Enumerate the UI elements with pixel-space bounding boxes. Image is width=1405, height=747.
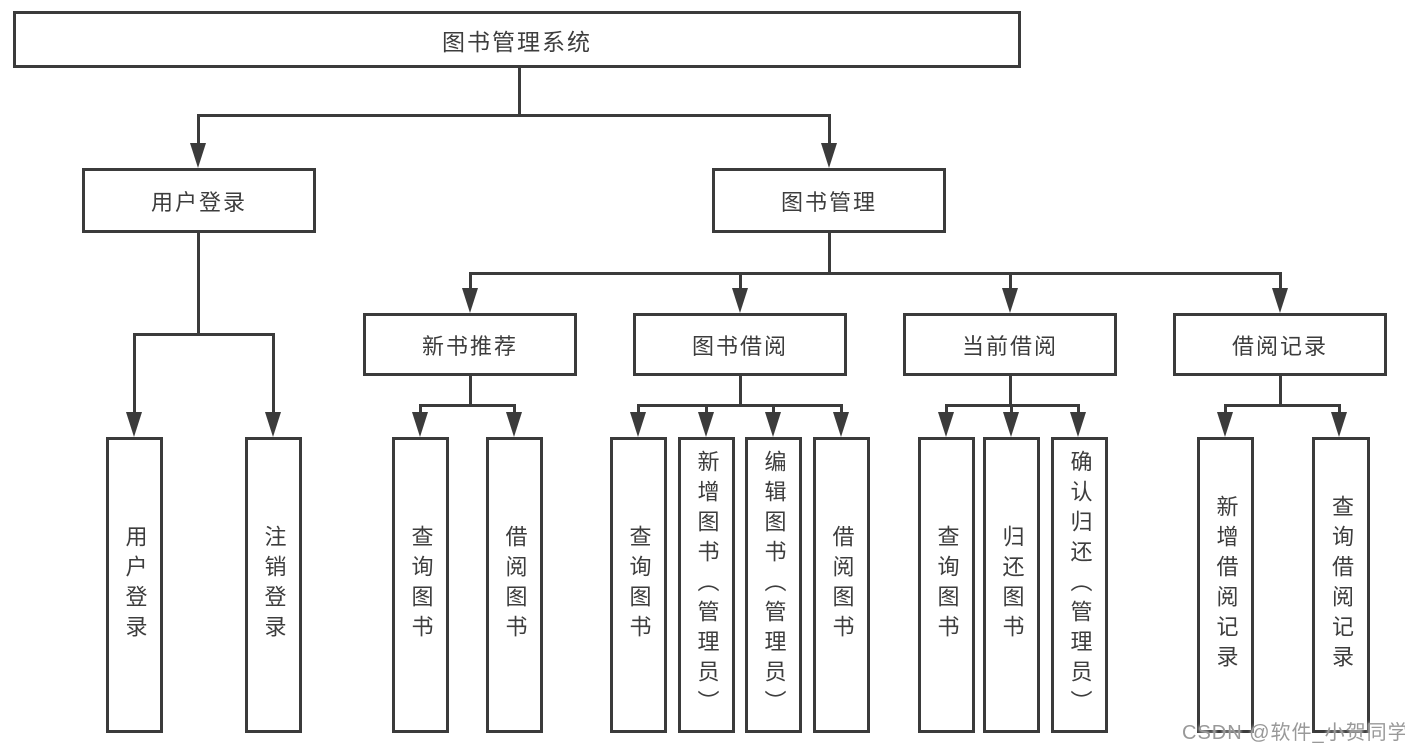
leaf-edit-book-admin-label: 编辑图书（管理员） <box>761 450 787 720</box>
leaf-return-book-label: 归还图书 <box>999 525 1025 645</box>
node-book-management-label: 图书管理 <box>780 189 877 215</box>
arrowhead-icon <box>1272 288 1288 313</box>
leaf-edit-book-admin: 编辑图书（管理员） <box>745 437 802 733</box>
arrowhead-icon <box>698 412 714 437</box>
connector-line <box>1077 404 1080 415</box>
connector-line <box>513 404 516 415</box>
node-book-management: 图书管理 <box>712 168 946 233</box>
arrowhead-icon <box>732 288 748 313</box>
connector-line <box>133 333 136 413</box>
node-current-borrow: 当前借阅 <box>903 313 1117 376</box>
leaf-current-query-book-label: 查询图书 <box>934 525 960 645</box>
connector-line <box>272 333 275 413</box>
connector-line <box>1010 404 1013 415</box>
node-borrow-record: 借阅记录 <box>1173 313 1387 376</box>
arrowhead-icon <box>265 412 281 437</box>
connector-line <box>469 376 472 407</box>
connector-line <box>840 404 843 415</box>
arrowhead-icon <box>833 412 849 437</box>
node-user-login-label: 用户登录 <box>150 189 247 215</box>
connector-line <box>1224 404 1227 415</box>
leaf-query-borrow-record: 查询借阅记录 <box>1312 437 1370 733</box>
leaf-user-login-label: 用户登录 <box>122 525 148 645</box>
leaf-borrow-query-book: 查询图书 <box>610 437 667 733</box>
leaf-add-borrow-record: 新增借阅记录 <box>1197 437 1254 733</box>
connector-line <box>1009 272 1012 289</box>
arrowhead-icon <box>506 412 522 437</box>
node-current-borrow-label: 当前借阅 <box>961 333 1058 359</box>
connector-line <box>637 404 640 415</box>
connector-line <box>469 272 1282 275</box>
leaf-confirm-return-admin-label: 确认归还（管理员） <box>1067 450 1093 720</box>
arrowhead-icon <box>1217 412 1233 437</box>
connector-line <box>197 232 200 336</box>
leaf-recommend-borrow-book-label: 借阅图书 <box>502 525 528 645</box>
leaf-logout-label: 注销登录 <box>261 525 287 645</box>
arrowhead-icon <box>1070 412 1086 437</box>
connector-line <box>945 404 948 415</box>
node-library-system: 图书管理系统 <box>13 11 1021 68</box>
leaf-current-query-book: 查询图书 <box>918 437 975 733</box>
node-new-book-recommend-label: 新书推荐 <box>421 333 518 359</box>
connector-line <box>828 114 831 144</box>
connector-line <box>469 272 472 289</box>
node-book-borrow: 图书借阅 <box>633 313 847 376</box>
arrowhead-icon <box>462 288 478 313</box>
arrowhead-icon <box>765 412 781 437</box>
node-borrow-record-label: 借阅记录 <box>1231 333 1328 359</box>
connector-line <box>518 68 521 116</box>
leaf-borrow-query-book-label: 查询图书 <box>626 525 652 645</box>
leaf-logout: 注销登录 <box>245 437 302 733</box>
connector-line <box>739 376 742 407</box>
leaf-recommend-query-book-label: 查询图书 <box>408 525 434 645</box>
leaf-borrow-book: 借阅图书 <box>813 437 870 733</box>
connector-line <box>637 404 842 407</box>
csdn-watermark: CSDN @软件_小贺同学 <box>1182 722 1405 744</box>
leaf-recommend-query-book: 查询图书 <box>392 437 449 733</box>
leaf-recommend-borrow-book: 借阅图书 <box>486 437 543 733</box>
leaf-add-book-admin: 新增图书（管理员） <box>678 437 735 733</box>
arrowhead-icon <box>938 412 954 437</box>
leaf-borrow-book-label: 借阅图书 <box>829 525 855 645</box>
leaf-return-book: 归还图书 <box>983 437 1040 733</box>
leaf-add-book-admin-label: 新增图书（管理员） <box>694 450 720 720</box>
node-new-book-recommend: 新书推荐 <box>363 313 577 376</box>
connector-line <box>772 404 775 415</box>
arrowhead-icon <box>630 412 646 437</box>
connector-line <box>1279 376 1282 407</box>
leaf-query-borrow-record-label: 查询借阅记录 <box>1329 495 1354 675</box>
node-library-system-label: 图书管理系统 <box>442 28 592 55</box>
connector-line <box>1224 404 1341 407</box>
leaf-add-borrow-record-label: 新增借阅记录 <box>1213 495 1239 675</box>
leaf-user-login: 用户登录 <box>106 437 163 733</box>
arrowhead-icon <box>1003 412 1019 437</box>
arrowhead-icon <box>190 143 206 168</box>
node-user-login: 用户登录 <box>82 168 316 233</box>
connector-line <box>197 114 200 144</box>
arrowhead-icon <box>1331 412 1347 437</box>
connector-line <box>133 333 275 336</box>
connector-line <box>197 114 831 117</box>
connector-line <box>1279 272 1282 289</box>
connector-line <box>739 272 742 289</box>
connector-line <box>828 233 831 275</box>
connector-line <box>705 404 708 415</box>
connector-line <box>1338 404 1341 415</box>
connector-line <box>419 404 422 415</box>
connector-line <box>419 404 516 407</box>
arrowhead-icon <box>412 412 428 437</box>
arrowhead-icon <box>1002 288 1018 313</box>
arrowhead-icon <box>821 143 837 168</box>
node-book-borrow-label: 图书借阅 <box>691 333 788 359</box>
leaf-confirm-return-admin: 确认归还（管理员） <box>1051 437 1108 733</box>
arrowhead-icon <box>126 412 142 437</box>
connector-line <box>1009 376 1012 407</box>
